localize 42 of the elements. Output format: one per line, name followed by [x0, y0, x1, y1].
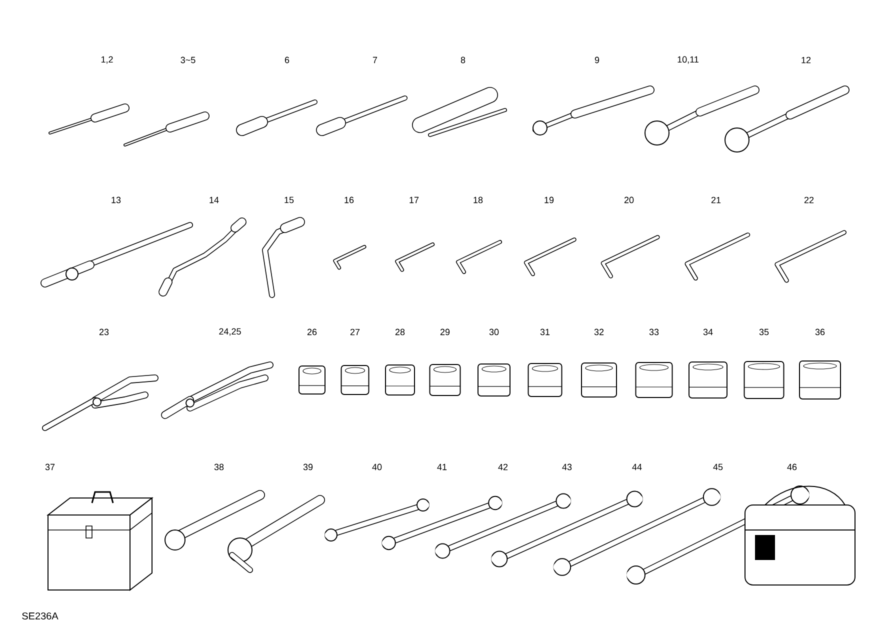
callout-number: 45	[713, 464, 723, 470]
callout-number: 15	[284, 196, 294, 204]
callout-number: 16	[344, 196, 354, 204]
callout-number: 19	[544, 196, 554, 204]
callout-number: 38	[214, 464, 224, 470]
callout-number: 6	[284, 56, 290, 64]
callout-number: 44	[632, 464, 642, 470]
callout-number: 8	[460, 56, 466, 64]
callout-number: 42	[498, 464, 508, 470]
callout-number: 30	[489, 328, 499, 336]
callout-number: 13	[112, 196, 121, 204]
callout-number: 26	[307, 328, 317, 336]
callout-number: 32	[594, 328, 604, 336]
callout-number: 18	[474, 196, 483, 204]
callout-number: 23	[99, 328, 109, 336]
callout-number: 24,25	[219, 328, 241, 336]
callout-number: 12	[802, 56, 811, 64]
callout-number: 9	[594, 56, 600, 64]
callout-number: 35	[759, 328, 769, 336]
callout-number: 43	[562, 464, 572, 470]
callout-number: 31	[540, 328, 550, 336]
callout-number: 39	[303, 464, 313, 470]
callout-number: 40	[372, 464, 382, 470]
callout-number: 1,2	[101, 56, 113, 64]
callout-number: 22	[804, 196, 814, 204]
callout-number: 28	[395, 328, 405, 336]
callout-number: 17	[410, 196, 419, 204]
callout-number: 37	[45, 464, 55, 470]
callout-number: 41	[437, 464, 447, 470]
callout-number: 27	[350, 328, 360, 336]
callout-number: 46	[787, 464, 797, 470]
callout-number: 29	[440, 328, 450, 336]
callout-number: 7	[372, 56, 378, 64]
callout-number: 20	[624, 196, 634, 204]
callout-number: 34	[703, 328, 713, 336]
callout-number: 36	[815, 328, 825, 336]
callout-number: 33	[649, 328, 659, 336]
callout-number: 14	[210, 196, 219, 204]
drawing-number: SE236A	[22, 612, 58, 620]
callout-number: 3~5	[180, 56, 196, 64]
callout-number: 21	[711, 196, 721, 204]
callout-number: 10,11	[678, 56, 698, 64]
